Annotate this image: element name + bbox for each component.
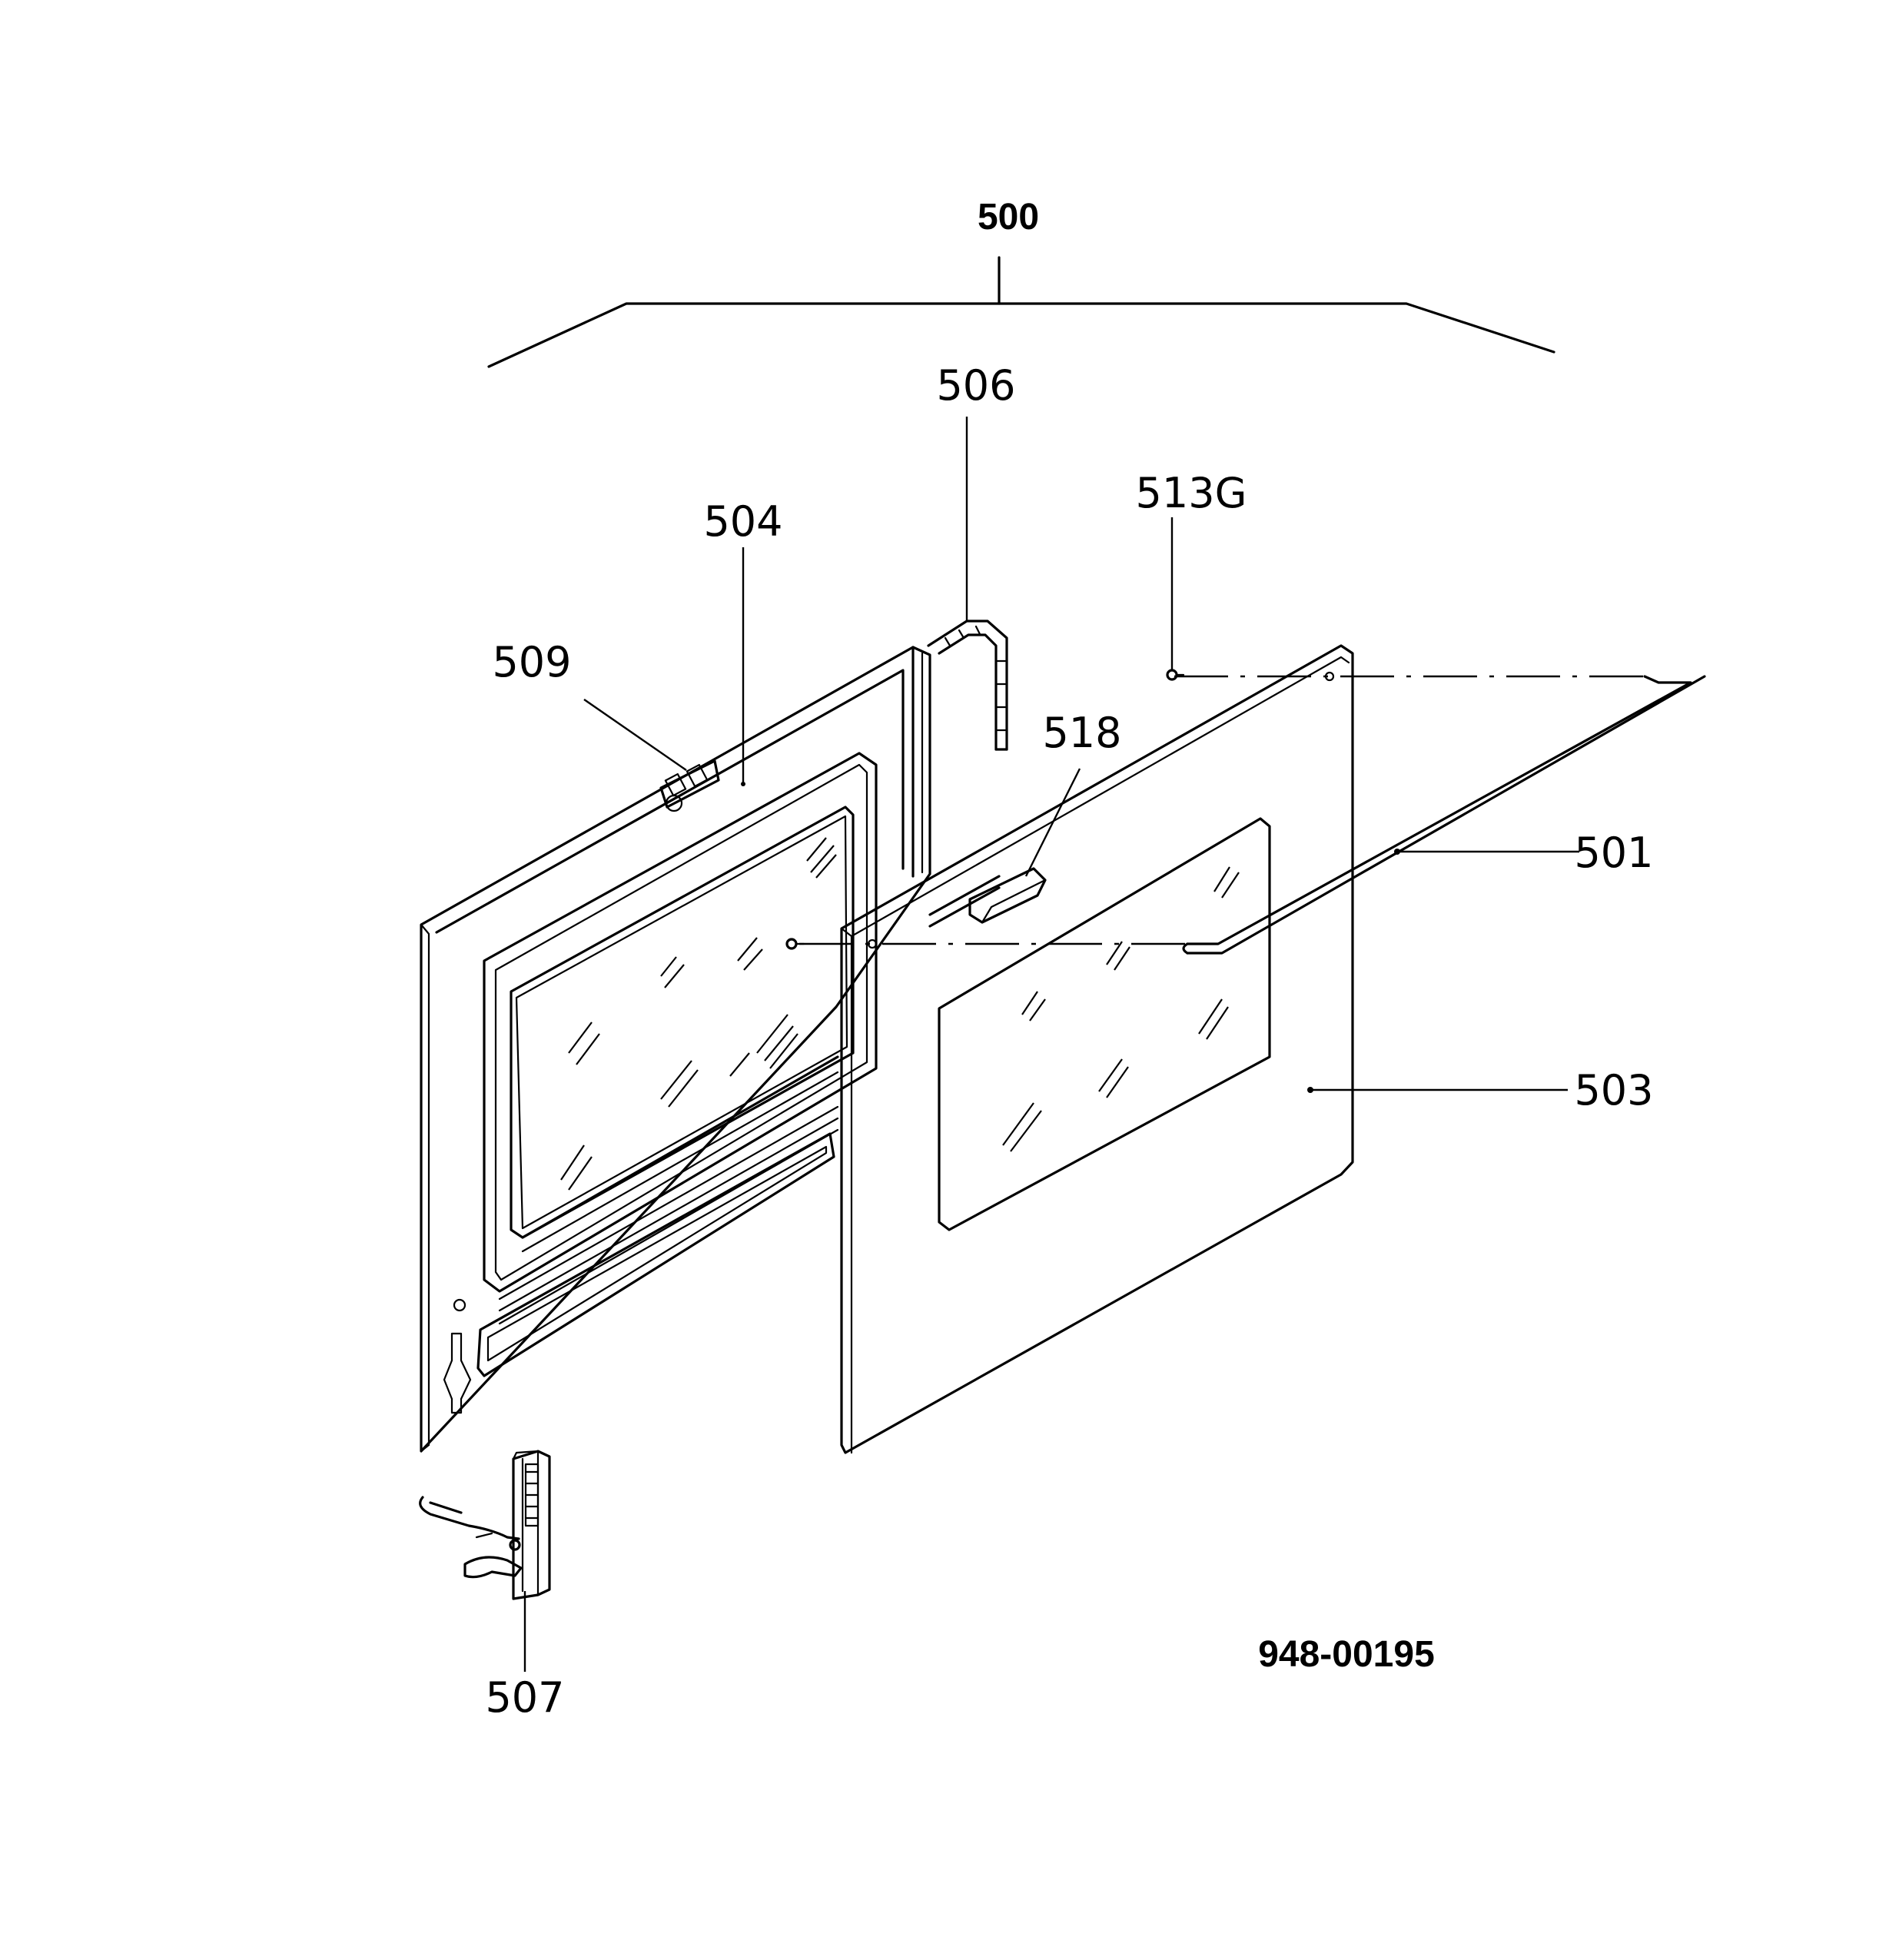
label-509: 509: [492, 638, 571, 686]
label-504: 504: [703, 497, 782, 546]
assembly-bracket-500: [487, 256, 1555, 368]
label-506: 506: [936, 361, 1015, 410]
handle-rod: [1182, 675, 1706, 955]
door-seal-strip: [927, 620, 1008, 751]
label-500: 500: [978, 197, 1039, 238]
label-501: 501: [1574, 829, 1653, 877]
screw-513g: [1166, 669, 1185, 681]
door-handle-block: [968, 867, 1047, 924]
screw-inner: [785, 938, 805, 950]
outer-door-panel: [840, 644, 1354, 1454]
inner-door-panel: [420, 646, 931, 1453]
label-507: 507: [485, 1673, 564, 1722]
drawing-number: 948-00195: [1258, 1634, 1435, 1675]
door-hinge: [419, 1450, 551, 1600]
label-518: 518: [1042, 709, 1121, 757]
leader-lines: [523, 417, 1579, 1672]
label-503: 503: [1574, 1066, 1653, 1115]
assembly-guide-lines: [799, 675, 1645, 945]
label-513g: 513G: [1136, 469, 1247, 517]
latch-clip: [659, 759, 720, 812]
